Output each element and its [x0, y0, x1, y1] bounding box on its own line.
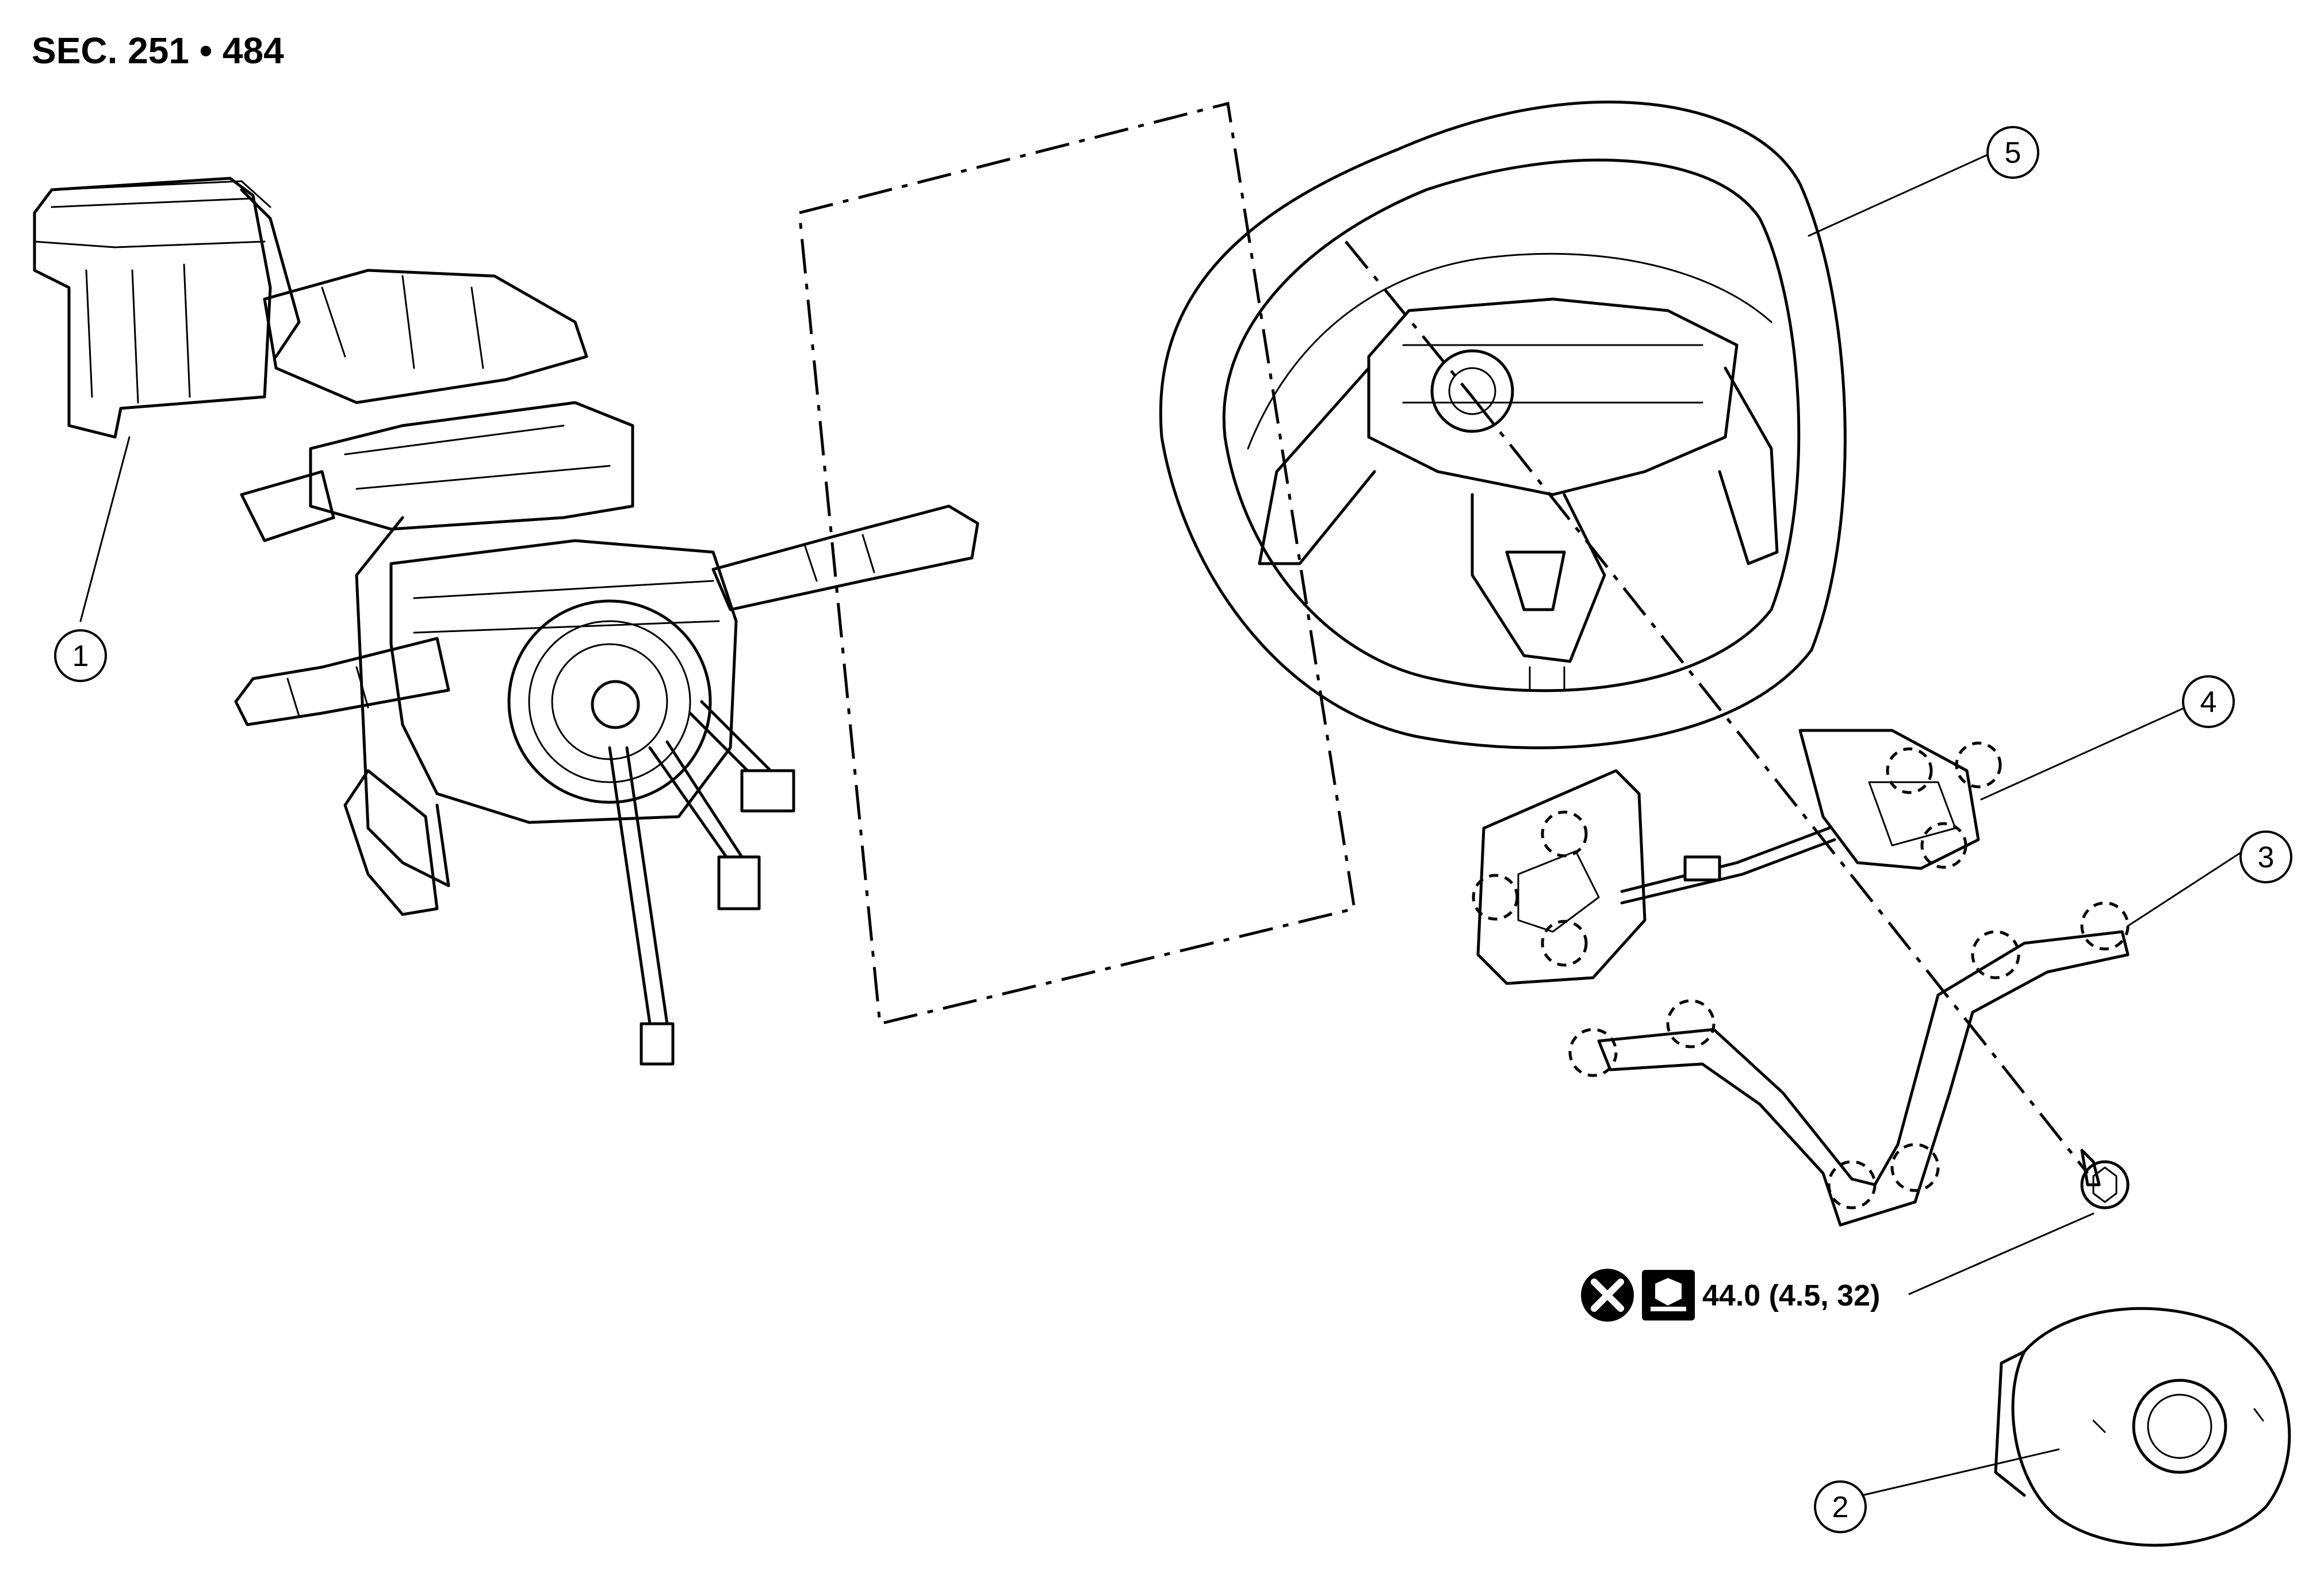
section-title: SEC. 251 • 484: [32, 30, 284, 71]
callout-4: 4: [2182, 675, 2235, 728]
steering-column: [33, 177, 979, 1066]
leader-line-torque: [1908, 1212, 2095, 1295]
leader-line-1: [79, 436, 131, 622]
torque-value: 44.0 (4.5, 32): [1702, 1279, 1880, 1312]
callout-5: 5: [1986, 126, 2039, 179]
leader-line-5: [1808, 151, 1994, 237]
callout-3: 3: [2239, 830, 2292, 883]
exploded-view-frame: [798, 101, 1356, 1026]
steering-finisher: [1568, 901, 2130, 1227]
steering-wheel-bolt: [2080, 1149, 2130, 1209]
svg-text:3: 3: [2258, 841, 2275, 874]
svg-text:4: 4: [2200, 686, 2217, 719]
steering-wheel: [1159, 100, 1847, 749]
center-axis-line: [1471, 396, 2089, 1174]
do-not-reuse-icon: [1581, 1269, 1634, 1322]
leader-line-2: [1861, 1448, 2060, 1496]
callout-2: 2: [1814, 1480, 1867, 1533]
leader-line-3: [2127, 850, 2244, 927]
svg-text:5: 5: [2005, 136, 2021, 170]
callout-1: 1: [54, 629, 107, 682]
svg-text:2: 2: [1832, 1491, 1849, 1524]
svg-text:1: 1: [72, 640, 89, 673]
wheel-axis-line: [1345, 240, 1473, 398]
torque-spec: 44.0 (4.5, 32): [1581, 1269, 1880, 1322]
driver-air-bag-module: [1994, 1307, 2291, 1547]
tightening-torque-icon: [1642, 1270, 1695, 1320]
steering-switch-assembly: [1472, 729, 2002, 985]
leader-line-4: [1980, 706, 2187, 801]
